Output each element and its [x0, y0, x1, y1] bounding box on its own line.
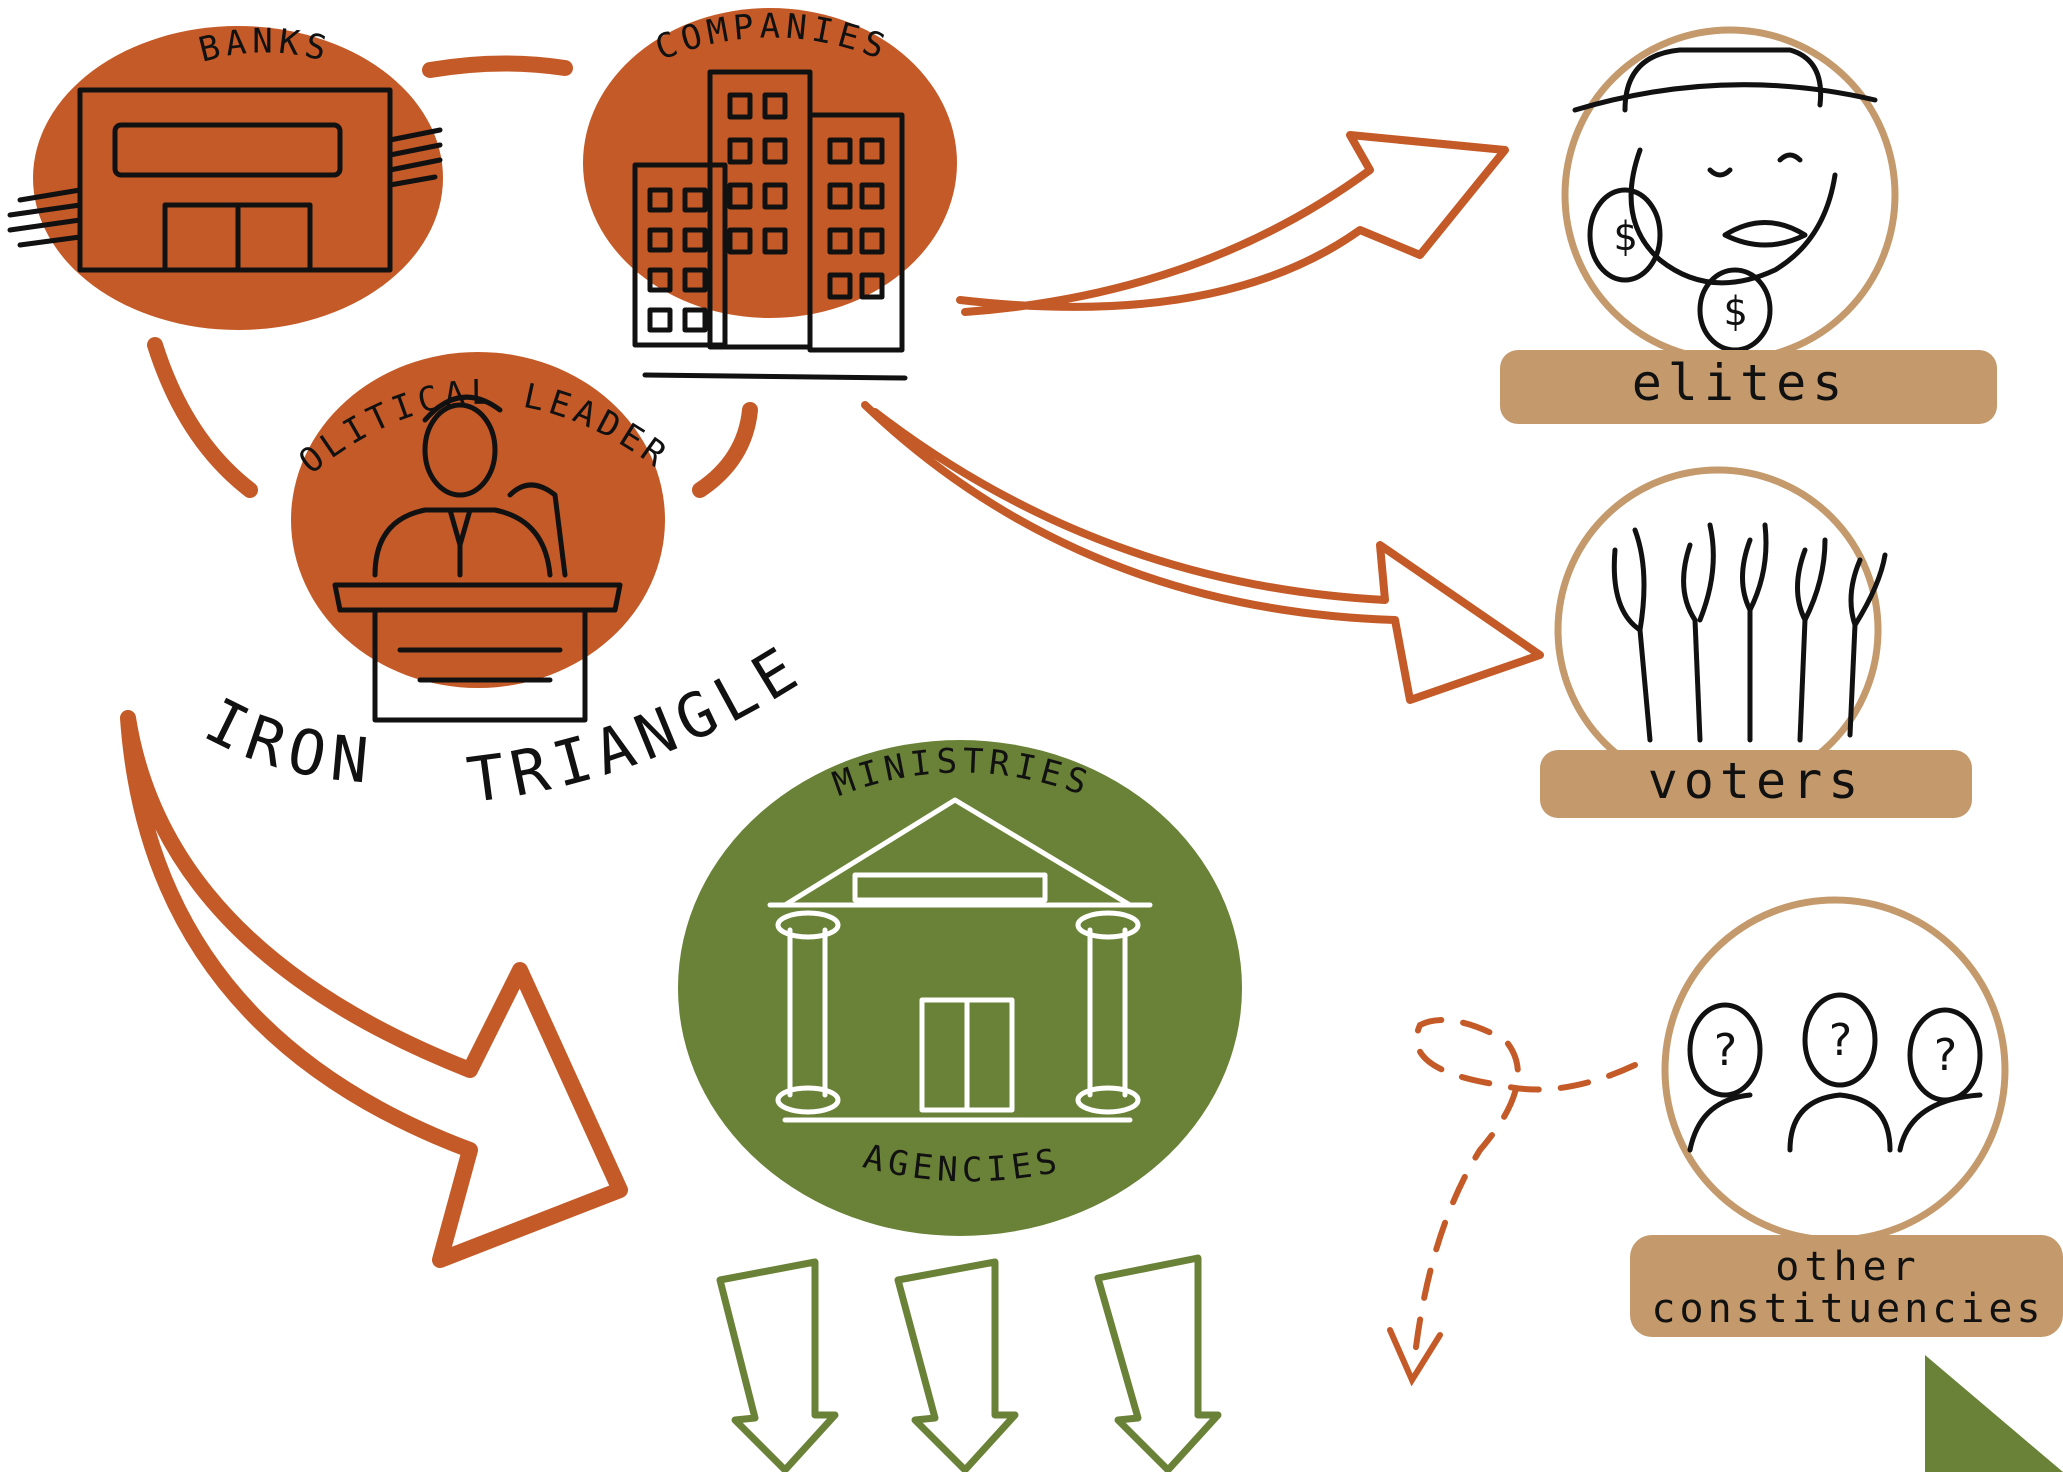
elites-label: elites: [1632, 354, 1849, 412]
arrow-to-elites: [956, 131, 1509, 316]
government-building-icon: [767, 797, 1153, 1123]
arrow-to-voters: [861, 401, 1544, 704]
down-arrow-icon: [716, 1258, 839, 1472]
politician-podium-icon: [332, 394, 623, 723]
dashed-arrow-head: [1387, 1327, 1443, 1387]
question-mark-icon: ?: [1932, 1030, 1959, 1081]
dashed-uncertain-arrow: [1412, 1017, 1638, 1358]
arrow-to-ministries: [120, 710, 628, 1268]
other-label-line2: constituencies: [1651, 1286, 2044, 1332]
elites-node: $ $ elites: [1500, 26, 1997, 424]
other-constituencies-node: ? ? ? other constituencies: [1630, 896, 2063, 1337]
rich-man-icon: $ $: [1572, 47, 1878, 353]
companies-political-link: [692, 402, 758, 498]
raised-hands-icon: [1611, 522, 1888, 743]
bank-building-icon: [7, 87, 443, 273]
voters-label: voters: [1648, 752, 1865, 810]
svg-text:IRON: IRON: [194, 684, 379, 799]
banks-political-link: [147, 337, 258, 498]
question-mark-icon: ?: [1712, 1025, 1739, 1076]
voters-node: voters: [1540, 466, 1972, 818]
banks-node: BANKS: [7, 22, 443, 330]
ministries-agencies-node: MINISTRIES AGENCIES: [678, 740, 1242, 1236]
title-word-1: IRON: [194, 684, 371, 799]
companies-node: COMPANIES: [583, 6, 957, 381]
dollar-sign-icon: $: [1723, 289, 1747, 335]
down-arrow-icon: [1094, 1254, 1222, 1472]
down-arrow-icon: [894, 1258, 1019, 1472]
confused-people-icon: ? ? ?: [1687, 992, 1983, 1153]
banks-companies-link: [422, 55, 573, 78]
question-mark-icon: ?: [1827, 1015, 1854, 1066]
other-label-line1: other: [1775, 1244, 1920, 1290]
triangle-connectors: [147, 55, 758, 498]
green-corner-triangle: [1925, 1355, 2063, 1472]
dollar-sign-icon: $: [1613, 214, 1637, 260]
down-arrows: [716, 1254, 1222, 1472]
office-towers-icon: [632, 69, 908, 381]
